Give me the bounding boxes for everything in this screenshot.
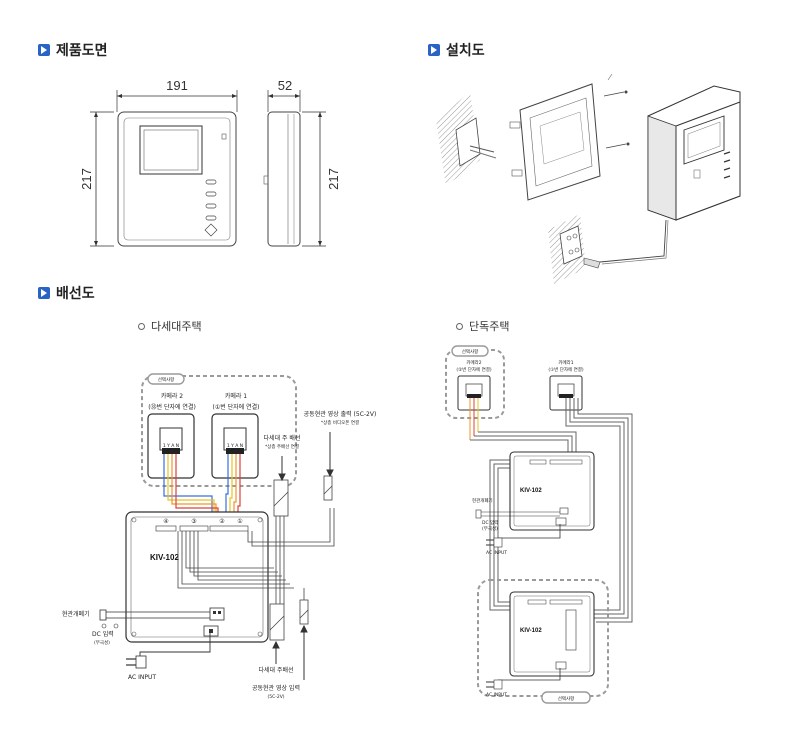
terminal-2-label: ② [219,518,225,525]
camera1-sub: (①번 단자에 연결) [213,403,260,411]
terminal-3-label: ③ [191,518,196,525]
option-tag-single-bottom: 선택사항 [558,695,575,702]
dimension-height-side-value: 217 [326,168,341,190]
section-wiring: 배선도 [38,283,95,303]
video-out-sub: *상층 비디오폰 연결 [321,419,359,426]
terminal-1-label: ① [237,518,242,525]
single-camera2-sub: (②번 단자에 연결) [456,366,491,373]
dc-input-sub: (무극성) [94,639,110,646]
single-monitor-bottom: KIV-102 [509,591,595,677]
subsection-multi-title: 다세대주택 [151,320,202,333]
single-ac-input-top: AC INPUT [486,550,507,556]
terminal-4-label: ④ [163,518,168,525]
section-arrow-icon [38,44,50,56]
section-installation: 설치도 [428,40,485,60]
main-line-risers [177,475,335,641]
camera2-sub: (㉝번 단자에 연결) [148,403,196,411]
side-view [263,111,301,247]
single-door-opener-label: 현관개폐기 [472,497,493,504]
main-line-sub: *상층 주배선 연결 [265,443,299,450]
single-dc-input-sub: (무극성) [482,525,498,532]
subsection-single: 단독주택 [456,318,509,334]
bullet-icon [456,322,463,330]
ac-input-label: AC INPUT [128,674,156,681]
dimension-depth: 52 [267,78,301,112]
section-title-installation: 설치도 [446,43,485,59]
section-title-wiring: 배선도 [56,286,95,302]
single-camera2-title: 카메라2 [466,359,481,366]
installation-drawing [436,73,741,284]
wiring-single: 선택사항 카메라2 (②번 단자에 연결) 카메라1 (①번 단자에 연결) [445,345,633,704]
dc-input-label: DC 입력 [92,630,114,638]
single-camera1-title: 카메라1 [558,359,573,366]
video-in-title: 공동현관 영상 입력 [252,684,300,692]
svg-text:1 Y A N: 1 Y A N [163,443,179,449]
subsection-single-title: 단독주택 [469,320,510,333]
section-title-product-drawing: 제품도면 [56,43,108,59]
main-line-bottom-label: 다세대 주배선 [258,666,293,674]
single-model-top: KIV-102 [520,488,542,494]
main-line-title: 다세대 주 배선 [264,434,301,442]
video-in-sub: (5C-2V) [267,694,284,700]
subsection-multi: 다세대주택 [138,318,202,334]
dimension-depth-value: 52 [278,78,292,93]
camera2-title: 카메라 2 [161,392,183,400]
multi-model-label: KIV-102 [150,553,179,562]
section-product-drawing: 제품도면 [38,40,108,60]
section-arrow-icon [38,287,50,299]
ac-plug [126,632,211,669]
option-tag-multi: 선택사항 [158,376,175,383]
camera1-title: 카메라 1 [225,392,247,400]
product-drawing: 191 52 217 217 [79,78,341,247]
single-model-bottom: KIV-102 [520,628,542,634]
video-out-title: 공동현관 영상 출력 (5C-2V) [304,410,377,418]
camera2-unit: 1 Y A N [147,413,195,479]
dimension-height-front: 217 [79,111,114,247]
single-dc-input: DC 입력 [482,519,498,526]
single-ac-input-bottom: AC INPUT [486,692,507,698]
camera1-unit: 1 Y A N [211,413,259,479]
multi-monitor-back: ④ ③ ② ① KIV-102 [125,511,269,643]
single-door-opener [475,509,560,519]
section-arrow-icon [428,44,440,56]
single-monitor-top: KIV-102 [509,451,595,531]
dimension-height-front-value: 217 [79,168,94,190]
bullet-icon [138,322,145,330]
svg-text:1 Y A N: 1 Y A N [227,443,243,449]
dimension-width-value: 191 [166,78,188,93]
door-opener-label: 현관개폐기 [62,610,90,618]
dimension-width: 191 [116,78,238,112]
single-wires [469,398,633,623]
front-view [117,111,237,247]
option-tag-single-top: 선택사항 [462,348,479,355]
arrows [272,432,334,680]
dimension-height-side: 217 [302,111,341,247]
single-camera1-sub: (①번 단자에 연결) [548,366,583,373]
door-opener [99,609,210,629]
wiring-multi: 선택사항 카메라 2 (㉝번 단자에 연결) 카메라 1 (①번 단자에 연결)… [62,373,377,700]
